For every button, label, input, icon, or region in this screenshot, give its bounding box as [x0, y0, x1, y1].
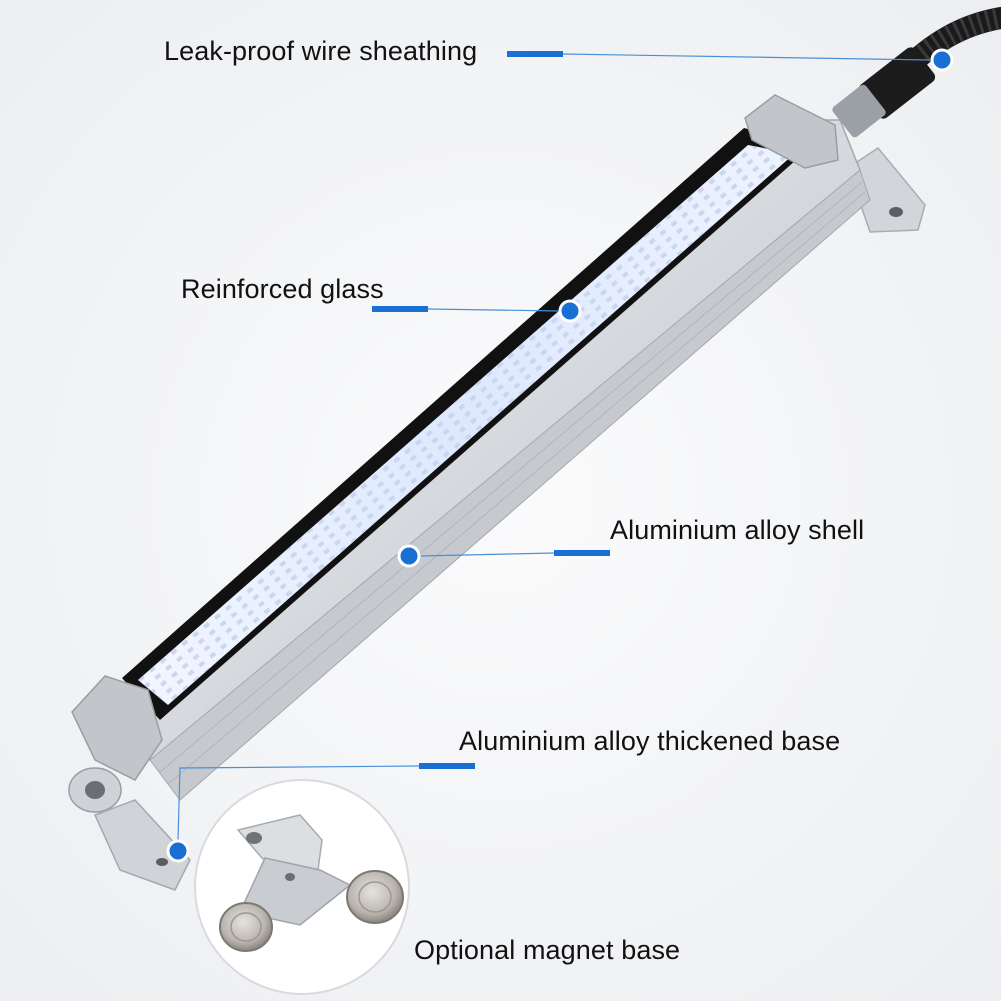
label-reinforced-glass: Reinforced glass — [181, 274, 384, 304]
label-thickened-base: Aluminium alloy thickened base — [459, 726, 841, 756]
lower-bracket — [68, 767, 191, 891]
callout-shell — [397, 544, 610, 568]
magnet-base-illustration — [194, 779, 410, 995]
label-shell: Aluminium alloy shell — [610, 515, 865, 545]
label-wire-sheathing: Leak-proof wire sheathing — [164, 36, 478, 66]
callout-dot-icon — [930, 48, 954, 72]
cable-illustration — [832, 7, 1001, 138]
upper-bracket — [847, 147, 926, 233]
callout-wire-sheathing — [507, 48, 954, 72]
label-magnet-base: Optional magnet base — [414, 935, 681, 965]
callout-dot-icon — [166, 839, 190, 863]
callout-thickened-base — [166, 763, 475, 863]
callout-dot-icon — [397, 544, 421, 568]
callout-reinforced-glass — [372, 299, 582, 323]
led-light-bar-illustration — [71, 94, 871, 801]
callout-dot-icon — [558, 299, 582, 323]
